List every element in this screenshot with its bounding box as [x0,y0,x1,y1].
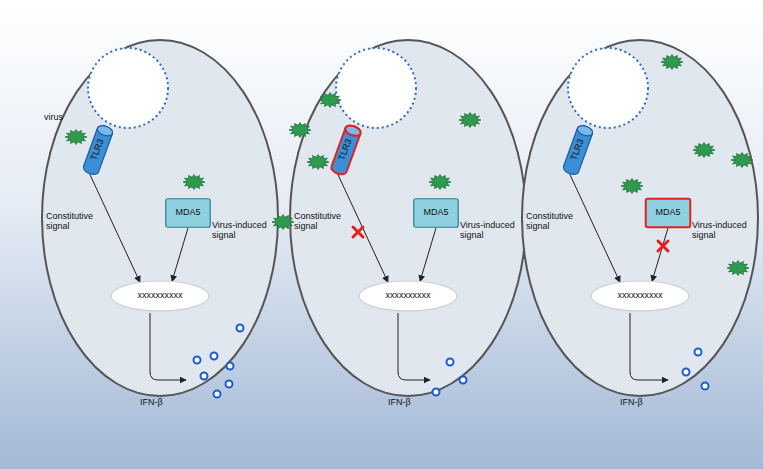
ifn-molecule [702,383,709,390]
ifn-molecule [226,381,233,388]
virus-particle [429,175,451,190]
node-label: MDA5 [655,208,680,218]
block-cross [658,241,668,251]
ifn-molecule [447,359,454,366]
signal-label: Constitutive signal [294,211,348,232]
nucleus-ellipse: xxxxxxxxxx [590,280,690,312]
virus-particle [65,130,87,145]
ifn-molecule [211,353,218,360]
sensor-box: MDA5 [165,198,211,228]
signal-arrow [337,173,388,282]
virus-particle [661,55,683,70]
signal-arrow [172,228,188,281]
nucleus-ellipse: xxxxxxxxxx [110,280,210,312]
cytokine-label: IFN-β [388,397,411,407]
signal-arrow [652,228,668,281]
ifn-molecule [460,377,467,384]
virus-particle [459,113,481,128]
receptor-cylinder: TLR3 [329,123,363,176]
cell-outline [42,40,278,396]
ifn-molecule [227,363,234,370]
virus-particle [693,143,715,158]
signal-arrow [89,173,140,282]
receptor-cylinder: TLR3 [561,123,595,176]
endosome [88,48,168,128]
nucleus-ellipse: xxxxxxxxxx [358,280,458,312]
signal-label: Constitutive signal [526,211,580,232]
sensor-box: MDA5 [645,198,691,228]
ifn-molecule [683,369,690,376]
signal-label: Virus-induced signal [460,220,520,241]
virus-particle [727,261,749,276]
receptor-cylinder: TLR3 [81,123,115,176]
virus-particle [289,123,311,138]
node-label: MDA5 [175,208,200,218]
virus-particle [272,215,294,230]
cytokine-label: IFN-β [620,397,643,407]
node-label: xxxxxxxxxx [618,291,663,301]
signal-arrow [569,173,620,282]
signal-label: Constitutive signal [46,211,100,232]
ifn-molecule [695,349,702,356]
secretion-arrow [398,313,430,380]
virus-particle [621,179,643,194]
endosome [568,48,648,128]
secretion-arrow [150,313,186,380]
signal-label: Virus-induced signal [692,220,752,241]
sensor-box: MDA5 [413,198,459,228]
ifn-molecule [214,391,221,398]
ifn-molecule [237,325,244,332]
virus-particle [307,155,329,170]
cell-outline [290,40,526,396]
virus-particle [731,153,753,168]
node-label: MDA5 [423,208,448,218]
ifn-molecule [201,373,208,380]
ifn-molecule [433,389,440,396]
block-cross [353,227,363,237]
virus-particle [319,93,341,108]
ifn-molecule [194,357,201,364]
endosome [336,48,416,128]
virus-particle [183,175,205,190]
cytokine-label: IFN-β [140,397,163,407]
signal-label: Virus-induced signal [212,220,272,241]
node-label: xxxxxxxxxx [386,291,431,301]
secretion-arrow [630,313,668,380]
virus-label: virus [44,112,63,122]
node-label: xxxxxxxxxx [138,291,183,301]
cell-outline [522,40,758,396]
signal-arrow [420,228,436,281]
